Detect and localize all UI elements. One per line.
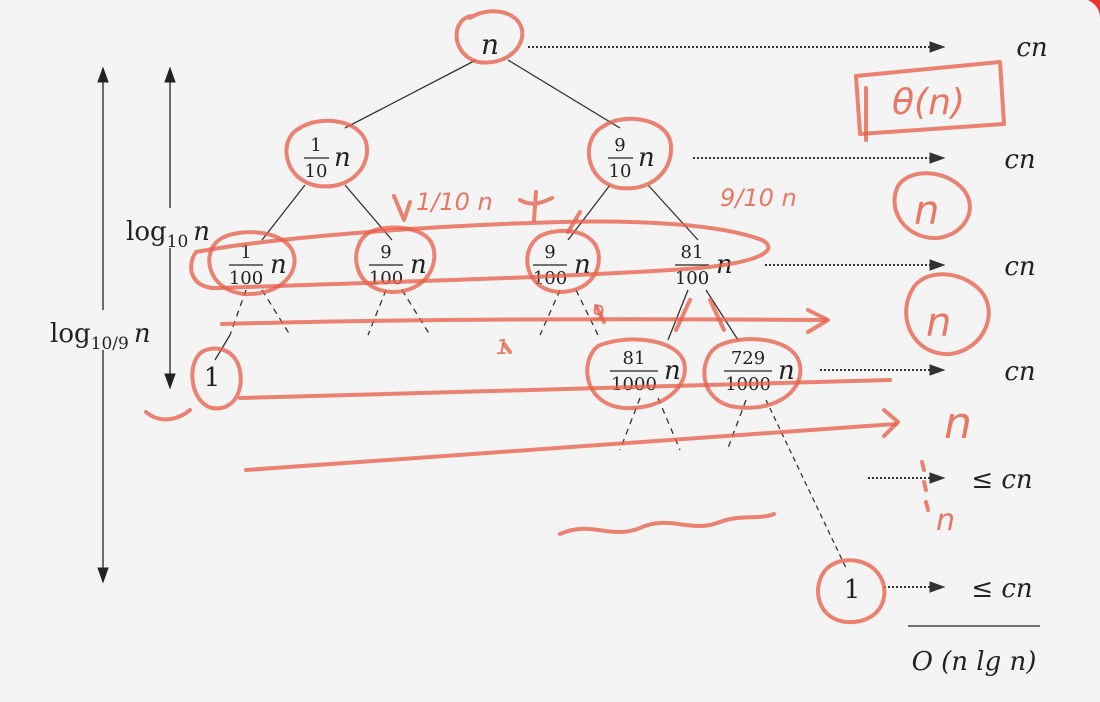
log10-label-bg: [122, 208, 218, 248]
node-9-100-b: 9 100 n: [533, 242, 591, 289]
svg-text:100: 100: [229, 268, 263, 289]
node-1-10: 1 10 n: [304, 135, 351, 182]
cost-level-2: cn: [1004, 252, 1035, 282]
svg-text:100: 100: [533, 268, 567, 289]
ink-n-1: n: [914, 188, 939, 234]
ink-annotations: θ(n) n n n n 1/10 n 9/10 n 1 9: [144, 9, 1006, 625]
node-729-1000: 729 1000 n: [724, 348, 795, 395]
ink-tenth: 1/10 n: [416, 188, 493, 216]
svg-text:9: 9: [544, 242, 555, 263]
ink-ninetenth: 9/10 n: [720, 184, 797, 212]
node-81-100: 81 100 n: [675, 242, 733, 289]
cost-level-5: ≤ cn: [971, 574, 1032, 604]
svg-text:n: n: [334, 143, 351, 173]
cost-level-3: cn: [1004, 357, 1035, 387]
svg-text:81: 81: [681, 242, 704, 263]
root-node: n: [481, 28, 499, 61]
svg-text:1000: 1000: [611, 374, 657, 395]
cost-level-4: ≤ cn: [971, 465, 1032, 495]
cost-column: cn cn cn cn ≤ cn ≤ cn: [971, 33, 1047, 604]
node-1-100: 1 100 n: [229, 242, 287, 289]
svg-text:n: n: [638, 143, 655, 173]
cost-level-1: cn: [1004, 145, 1035, 175]
theta-annotation: θ(n): [892, 82, 965, 123]
cost-arrows: [528, 41, 946, 593]
corner-accent: [1088, 0, 1100, 18]
node-9-10: 9 10 n: [608, 135, 655, 182]
leaf-left: 1: [204, 363, 221, 393]
svg-text:1: 1: [310, 135, 321, 156]
log109-label-bg: [46, 310, 164, 350]
cost-level-0: cn: [1016, 33, 1047, 63]
svg-text:9: 9: [380, 242, 391, 263]
ink-nine: 9: [592, 301, 605, 325]
node-81-1000: 81 1000 n: [610, 348, 681, 395]
ink-n-2: n: [926, 300, 951, 346]
svg-text:n: n: [410, 250, 427, 280]
svg-text:n: n: [664, 356, 681, 386]
total-cost: O (n lg n): [912, 647, 1037, 677]
leaf-right: 1: [844, 575, 861, 605]
svg-text:1: 1: [240, 242, 251, 263]
ink-dots-n: n: [936, 503, 955, 538]
svg-text:9: 9: [614, 135, 625, 156]
svg-text:729: 729: [731, 348, 765, 369]
svg-text:100: 100: [675, 268, 709, 289]
svg-text:n: n: [778, 356, 795, 386]
svg-text:81: 81: [623, 348, 646, 369]
svg-text:n: n: [270, 250, 287, 280]
svg-text:10: 10: [609, 161, 632, 182]
ink-n-3: n: [944, 398, 972, 449]
ink-one: 1: [496, 335, 509, 359]
svg-text:10: 10: [305, 161, 328, 182]
